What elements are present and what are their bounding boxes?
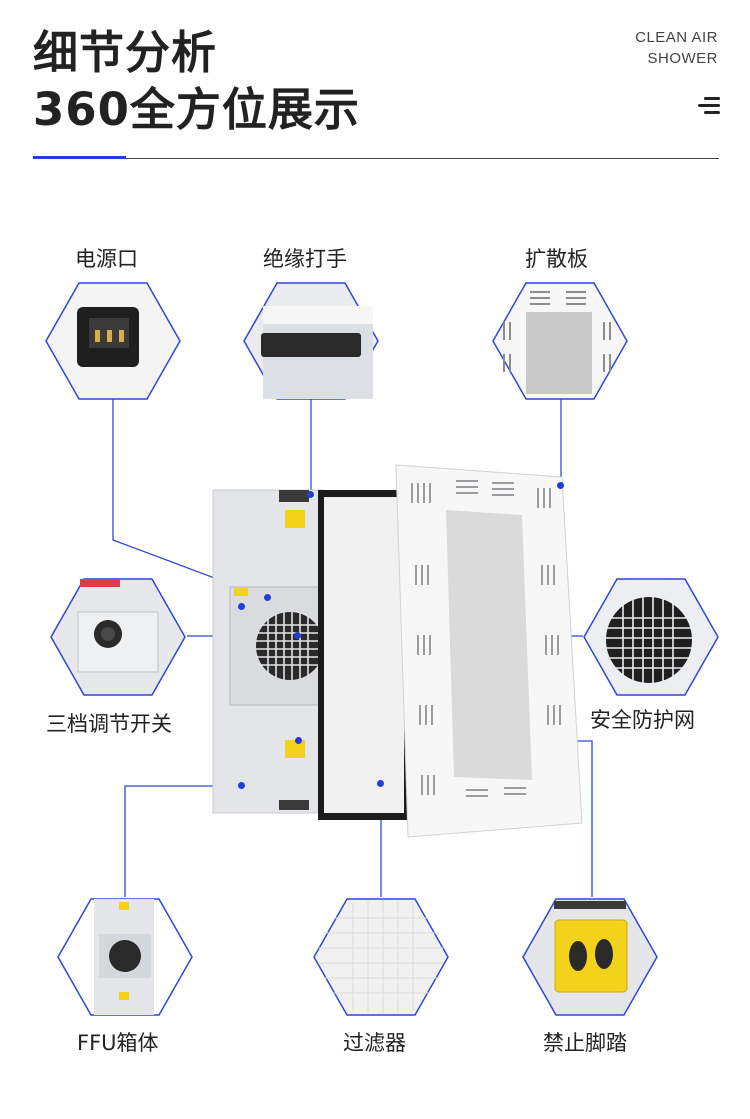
handle-hex: [243, 282, 379, 400]
filter-panel: [318, 490, 408, 820]
grille-marker: [294, 632, 301, 639]
diffuser-marker: [557, 482, 564, 489]
brand-line1: CLEAN AIR: [635, 29, 718, 46]
label-no-step: 禁止脚踏: [543, 1031, 627, 1055]
label-ffu-housing: FFU箱体: [77, 1031, 159, 1055]
handle-marker: [307, 491, 314, 498]
diffuser-plate: [395, 464, 583, 838]
page-title-line1: 细节分析: [33, 26, 218, 79]
diffuser-hex: [492, 282, 628, 400]
housing-marker: [238, 782, 245, 789]
header-divider-accent: [33, 156, 126, 159]
label-power-socket: 电源口: [75, 247, 138, 271]
ffu-housing-hex: [57, 898, 193, 1016]
label-filter: 过滤器: [343, 1031, 406, 1055]
safety-grille-hex: [583, 578, 719, 696]
switch-marker: [238, 603, 245, 610]
page-title-line2: 360全方位展示: [33, 83, 360, 136]
speed-switch-hex: [50, 578, 186, 696]
brand-line2: SHOWER: [647, 50, 718, 67]
menu-icon[interactable]: [698, 97, 720, 115]
ffu-product-image: [212, 464, 583, 838]
label-insulated-handle: 绝缘打手: [263, 247, 347, 271]
no-step-hex: [522, 898, 658, 1016]
label-safety-grille: 安全防护网: [590, 708, 695, 732]
ffu-box: [212, 489, 326, 814]
power-socket-marker: [264, 594, 271, 601]
label-diffuser-plate: 扩散板: [525, 247, 588, 271]
filter-marker: [377, 780, 384, 787]
filter-hex: [313, 898, 449, 1016]
header-divider: [33, 158, 719, 159]
brand-text: CLEAN AIR SHOWER: [635, 27, 718, 69]
no-step-marker: [295, 737, 302, 744]
label-speed-switch: 三档调节开关: [46, 712, 172, 736]
power-socket-hex: [45, 282, 181, 400]
